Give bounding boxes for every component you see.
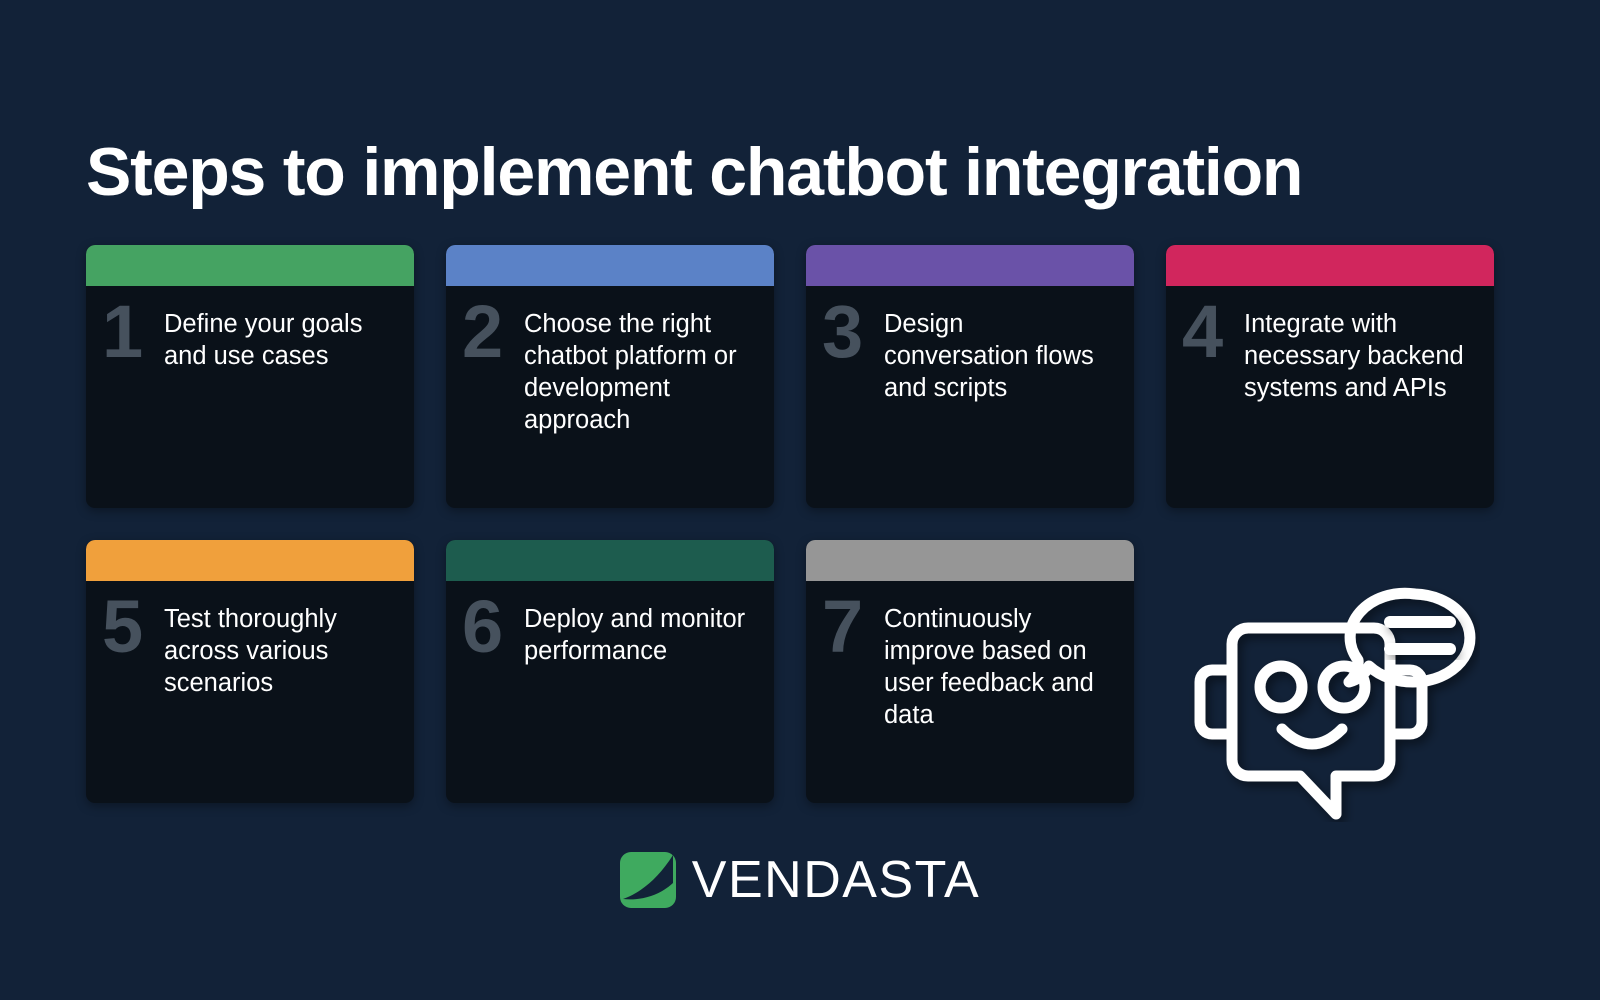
step-card-3-text: Design conversation flows and scripts <box>884 310 1094 403</box>
speech-bubble-lines <box>1384 616 1456 655</box>
step-card-4-text: Integrate with necessary backend systems… <box>1244 310 1464 403</box>
step-card-2: 2 Choose the right chatbot platform or d… <box>446 245 774 508</box>
steps-grid: 1 Define your goals and use cases 2 Choo… <box>86 245 1498 835</box>
step-card-5-number: 5 <box>102 585 144 668</box>
step-card-7-accent-bar <box>806 540 1134 581</box>
step-card-2-text: Choose the right chatbot platform or dev… <box>524 310 737 435</box>
step-card-5: 5 Test thoroughly across various scenari… <box>86 540 414 803</box>
robot-eye-left <box>1254 660 1308 714</box>
step-card-1-number: 1 <box>102 290 144 373</box>
step-card-2-body: 2 Choose the right chatbot platform or d… <box>446 286 774 508</box>
step-card-4-accent-bar <box>1166 245 1494 286</box>
step-card-3-accent-bar <box>806 245 1134 286</box>
page-title: Steps to implement chatbot integration <box>86 133 1303 210</box>
steps-row-1: 1 Define your goals and use cases 2 Choo… <box>86 245 1498 508</box>
vendasta-wordmark: VENDASTA <box>691 851 981 909</box>
step-card-3-body: 3 Design conversation flows and scripts <box>806 286 1134 508</box>
step-card-4: 4 Integrate with necessary backend syste… <box>1166 245 1494 508</box>
step-card-6: 6 Deploy and monitor performance <box>446 540 774 803</box>
chatbot-robot-icon <box>1194 587 1476 820</box>
step-card-1-text: Define your goals and use cases <box>164 310 363 371</box>
step-card-7-text: Continuously improve based on user feedb… <box>884 605 1094 730</box>
step-card-6-body: 6 Deploy and monitor performance <box>446 581 774 803</box>
step-card-6-number: 6 <box>462 585 504 668</box>
step-card-1: 1 Define your goals and use cases <box>86 245 414 508</box>
robot-smile <box>1276 723 1348 750</box>
robot-head <box>1226 622 1396 820</box>
step-card-5-text: Test thoroughly across various scenarios <box>164 605 337 698</box>
step-card-5-accent-bar <box>86 540 414 581</box>
step-card-4-number: 4 <box>1182 290 1224 373</box>
vendasta-logo: VENDASTA <box>0 852 1600 908</box>
step-card-1-accent-bar <box>86 245 414 286</box>
step-card-7-body: 7 Continuously improve based on user fee… <box>806 581 1134 803</box>
step-card-7: 7 Continuously improve based on user fee… <box>806 540 1134 803</box>
vendasta-logo-mark <box>619 852 676 908</box>
step-card-3: 3 Design conversation flows and scripts <box>806 245 1134 508</box>
step-card-5-body: 5 Test thoroughly across various scenari… <box>86 581 414 803</box>
step-card-2-number: 2 <box>462 290 504 373</box>
robot-ear-left <box>1194 664 1238 740</box>
steps-row-2: 5 Test thoroughly across various scenari… <box>86 540 1498 820</box>
robot-eye-right <box>1317 660 1371 714</box>
robot-ear-right <box>1384 664 1428 740</box>
speech-bubble <box>1343 587 1476 688</box>
step-card-3-number: 3 <box>822 290 864 373</box>
chatbot-illustration <box>1166 540 1494 820</box>
step-card-2-accent-bar <box>446 245 774 286</box>
step-card-6-accent-bar <box>446 540 774 581</box>
step-card-7-number: 7 <box>822 585 864 668</box>
step-card-1-body: 1 Define your goals and use cases <box>86 286 414 508</box>
step-card-6-text: Deploy and monitor performance <box>524 605 746 666</box>
step-card-4-body: 4 Integrate with necessary backend syste… <box>1166 286 1494 508</box>
